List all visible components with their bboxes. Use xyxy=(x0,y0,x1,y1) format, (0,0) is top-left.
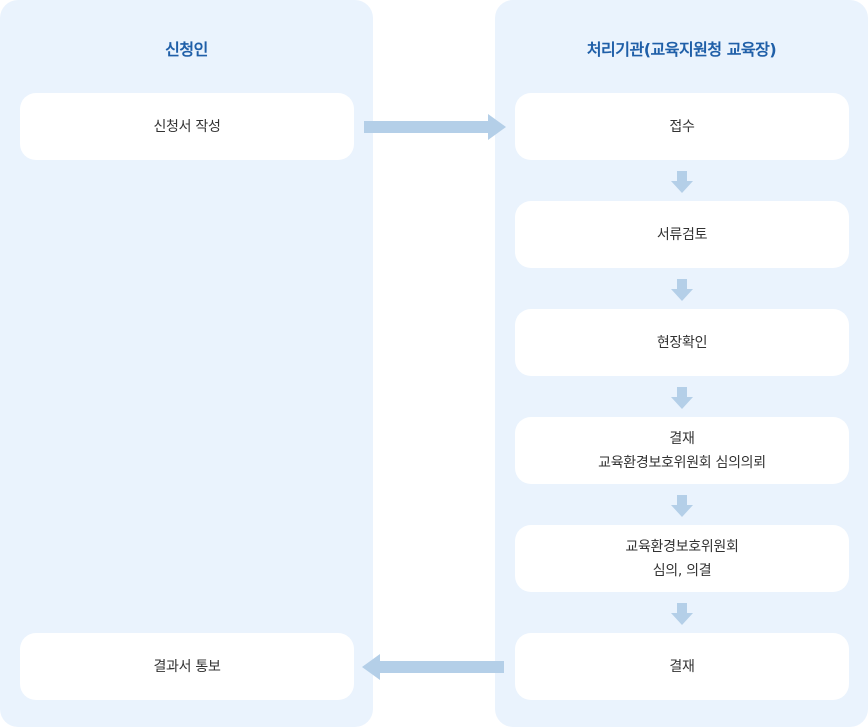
step-approval-request-line2: 교육환경보호위원회 심의의뢰 xyxy=(598,454,766,471)
step-committee-review-line2: 심의, 의결 xyxy=(652,562,712,579)
step-site-inspection: 현장확인 xyxy=(515,309,849,376)
step-final-approval: 결재 xyxy=(515,633,849,700)
step-receipt-label: 접수 xyxy=(669,118,695,135)
step-committee-review: 교육환경보호위원회 심의, 의결 xyxy=(515,525,849,592)
step-committee-review-line1: 교육환경보호위원회 xyxy=(625,538,739,555)
step-document-review: 서류검토 xyxy=(515,201,849,268)
arrow-down-icon xyxy=(671,171,693,193)
arrow-right-icon xyxy=(364,114,506,140)
step-document-review-label: 서류검토 xyxy=(656,226,708,243)
step-result-notice: 결과서 통보 xyxy=(20,633,354,700)
arrow-down-icon xyxy=(671,279,693,301)
agency-lane-title: 처리기관(교육지원청 교육장) xyxy=(586,40,777,59)
step-application-label: 신청서 작성 xyxy=(153,118,221,135)
step-approval-request: 결재 교육환경보호위원회 심의의뢰 xyxy=(515,417,849,484)
arrow-left-icon xyxy=(362,654,504,680)
arrow-down-icon xyxy=(671,603,693,625)
step-application: 신청서 작성 xyxy=(20,93,354,160)
step-approval-request-line1: 결재 xyxy=(669,430,695,447)
step-result-notice-label: 결과서 통보 xyxy=(153,658,221,675)
arrow-down-icon xyxy=(671,495,693,517)
step-site-inspection-label: 현장확인 xyxy=(656,334,708,351)
step-final-approval-label: 결재 xyxy=(669,658,695,675)
applicant-lane-title: 신청인 xyxy=(165,40,208,59)
step-receipt: 접수 xyxy=(515,93,849,160)
arrow-down-icon xyxy=(671,387,693,409)
